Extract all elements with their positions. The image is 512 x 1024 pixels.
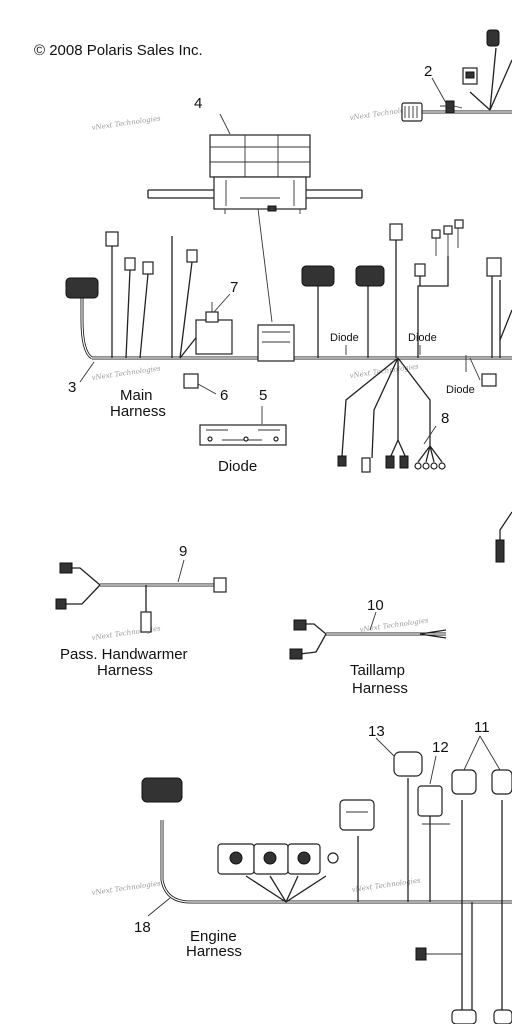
inline-diode-label-3: Diode [446, 384, 475, 396]
callout-12: 12 [432, 739, 449, 756]
watermark: vNext Technologies [91, 364, 161, 382]
callout-6: 6 [220, 387, 228, 404]
leader-10 [369, 611, 377, 631]
leader-7 [213, 293, 231, 313]
callout-3: 3 [68, 379, 76, 396]
main-harness-part-3 [65, 219, 512, 473]
watermark: vNext Technologies [351, 876, 421, 894]
inline-diode-label-1: Diode [330, 332, 359, 344]
fuse-box-part-4 [147, 113, 363, 214]
callout-8: 8 [441, 410, 449, 427]
leader-4 [219, 113, 231, 135]
part-6 [183, 373, 199, 389]
main-harness-caption-line1: Main [120, 387, 153, 404]
callout-18: 18 [134, 919, 151, 936]
engine-harness-part-18 [141, 751, 512, 1024]
handwarmer-caption-line1: Pass. Handwarmer [60, 646, 188, 663]
callout-13: 13 [368, 723, 385, 740]
engine-caption-line2: Harness [186, 943, 242, 960]
callout-5: 5 [259, 387, 267, 404]
handwarmer-harness-part-9 [55, 559, 227, 633]
watermark: vNext Technologies [359, 616, 429, 634]
callout-4: 4 [194, 95, 202, 112]
watermarks: vNext Technologies vNext Technologies vN… [91, 104, 429, 897]
leader-8 [423, 425, 437, 445]
watermark: vNext Technologies [91, 879, 161, 897]
main-harness-caption-line2: Harness [110, 403, 166, 420]
callout-11: 11 [474, 719, 490, 736]
callout-10: 10 [367, 597, 384, 614]
taillamp-caption-line1: Taillamp [350, 662, 405, 679]
leader-3 [79, 361, 95, 383]
inline-diode-label-2: Diode [408, 332, 437, 344]
leader-12 [429, 755, 437, 785]
callout-7: 7 [230, 279, 238, 296]
leader-9 [177, 559, 185, 583]
harness-part-2 [401, 29, 512, 122]
leader-13 [375, 737, 395, 757]
watermark: vNext Technologies [91, 114, 161, 132]
diode-block-part-5 [199, 406, 287, 446]
diode-caption: Diode [218, 458, 257, 475]
taillamp-harness-part-10 [289, 611, 447, 660]
leader-11 [463, 735, 501, 771]
fuse-box-link [257, 208, 273, 323]
engine-caption-line1: Engine [190, 928, 237, 945]
diode-markers [345, 345, 467, 372]
copyright-text: © 2008 Polaris Sales Inc. [34, 42, 203, 59]
callout-2: 2 [424, 63, 432, 80]
watermark: vNext Technologies [349, 362, 419, 380]
leader-6 [197, 383, 217, 395]
leader-2 [431, 77, 447, 104]
callout-9: 9 [179, 543, 187, 560]
leader-18 [147, 897, 171, 917]
handwarmer-caption-line2: Harness [97, 662, 153, 679]
taillamp-caption-line2: Harness [352, 680, 408, 697]
edge-connector [495, 539, 505, 563]
